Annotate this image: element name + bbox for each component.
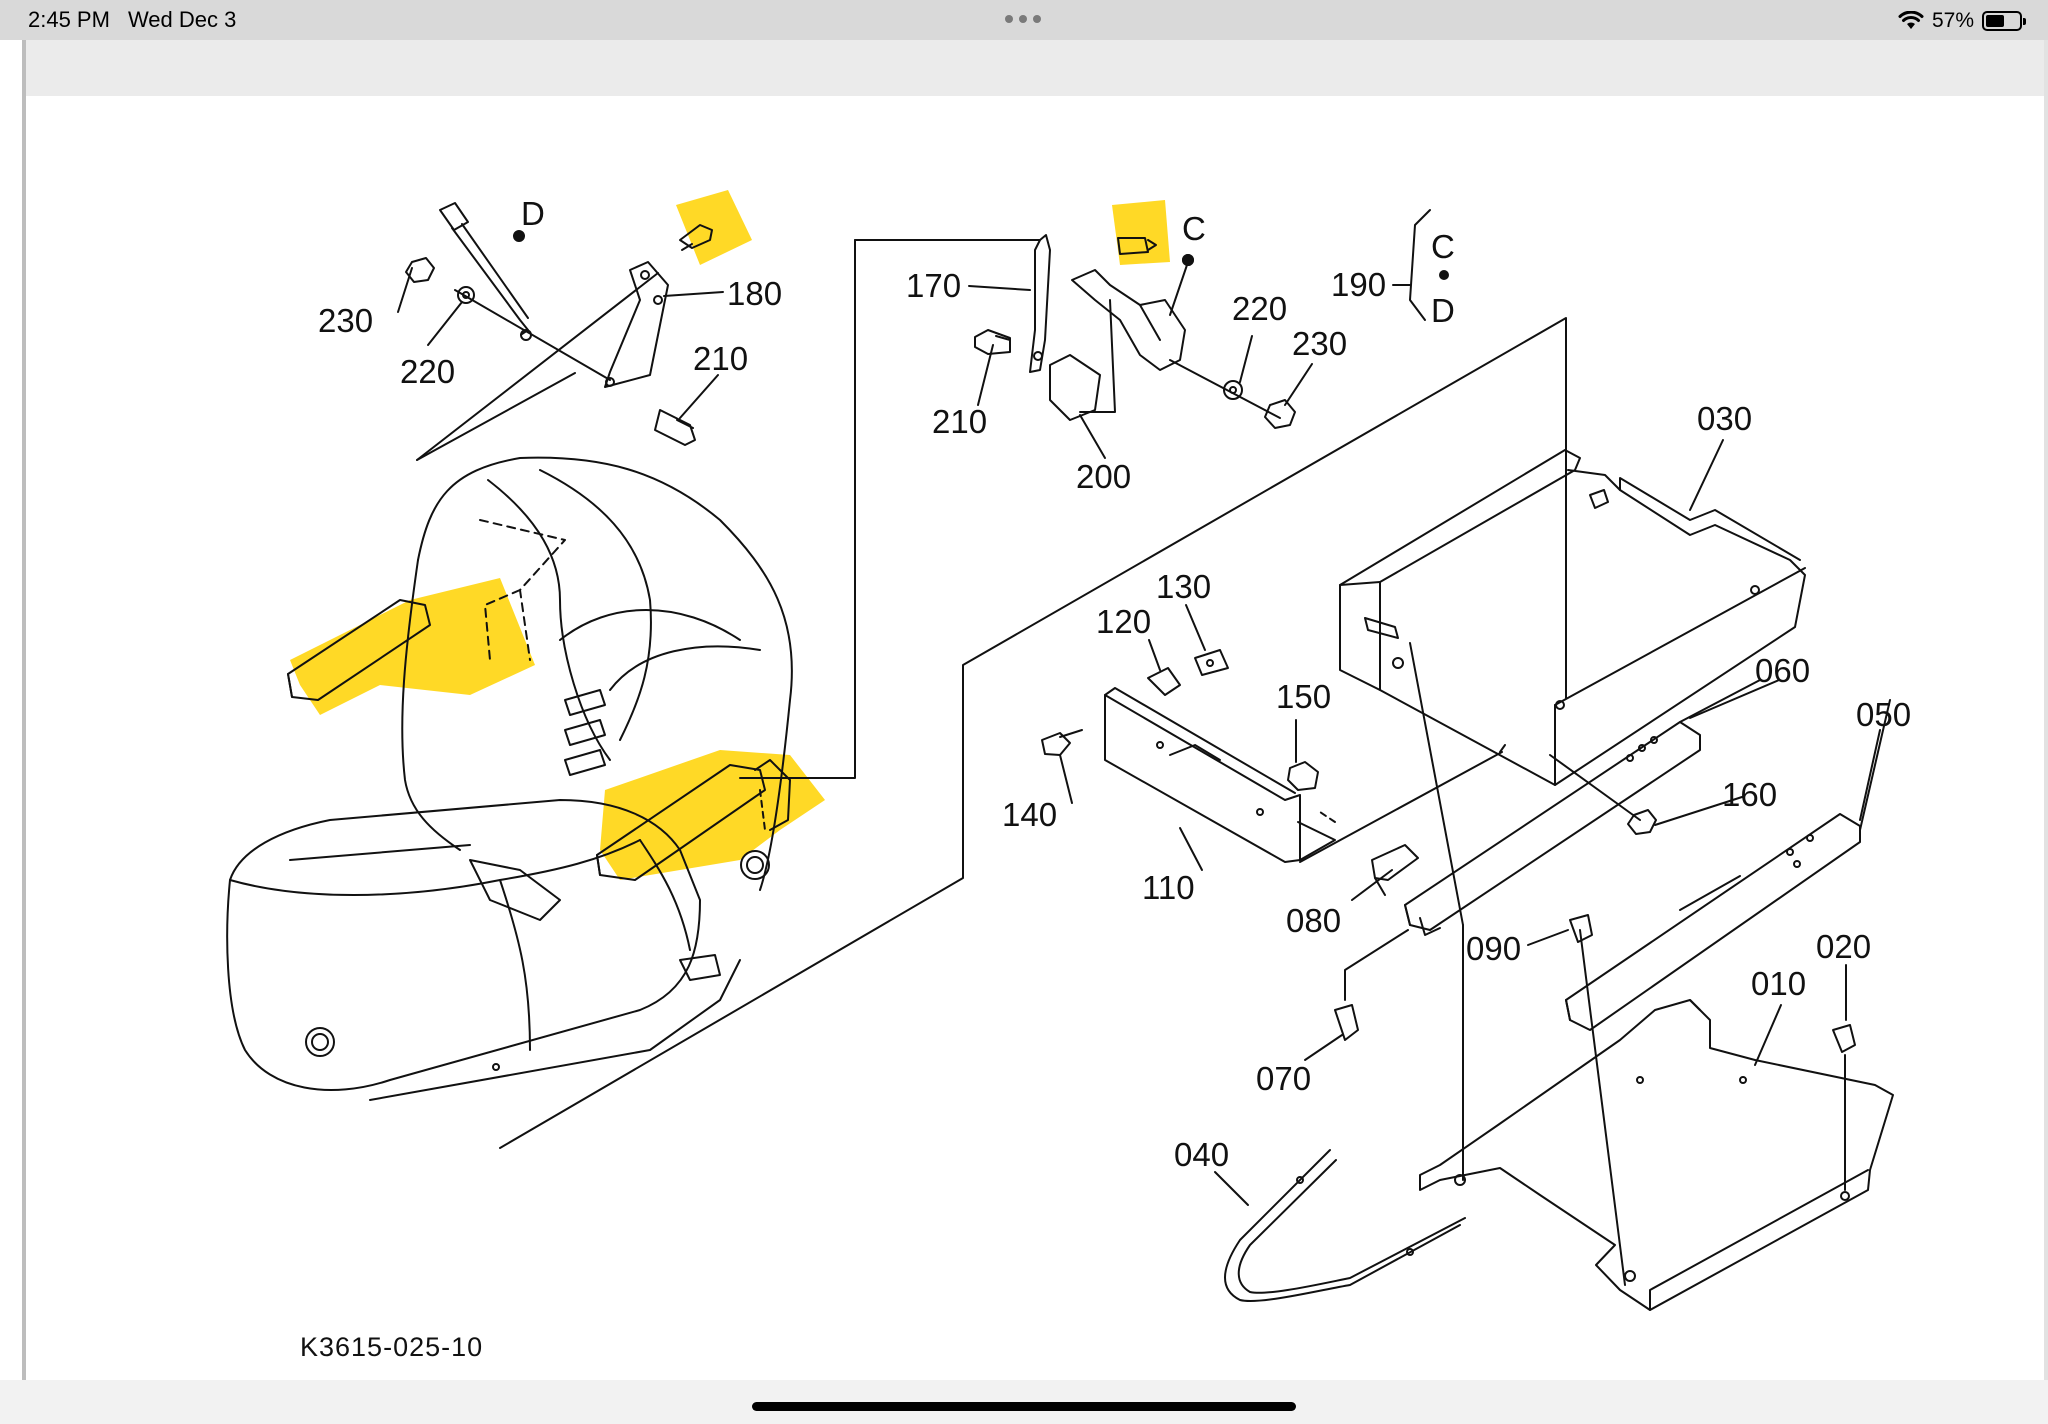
label-220: 220 [400, 353, 455, 390]
label-070: 070 [1256, 1060, 1311, 1097]
battery-percent: 57% [1931, 9, 1974, 32]
label-160: 160 [1722, 776, 1777, 813]
base-plate-010[interactable] [1419, 999, 1894, 1311]
label-090: 090 [1466, 930, 1521, 967]
label-230-b: 230 [1292, 325, 1347, 362]
seat-leader-lines [416, 239, 1567, 1149]
label-d: D [521, 195, 545, 232]
rail-050[interactable] [1565, 699, 1891, 1031]
status-bar: 2:45 PM Wed Dec 3 57% [0, 0, 2048, 40]
more-dots-icon[interactable] [1004, 14, 1042, 24]
status-right: 57% [1898, 7, 2026, 35]
left-divider [22, 40, 26, 1380]
label-010: 010 [1751, 965, 1806, 1002]
label-030: 030 [1697, 400, 1752, 437]
home-indicator[interactable] [752, 1402, 1296, 1411]
seatbelt-c-assembly[interactable] [974, 209, 1431, 429]
status-time-date: 2:45 PM Wed Dec 3 [28, 7, 236, 33]
label-170: 170 [906, 267, 961, 304]
label-060: 060 [1755, 652, 1810, 689]
label-020: 020 [1816, 928, 1871, 965]
label-230: 230 [318, 302, 373, 339]
label-220-b: 220 [1232, 290, 1287, 327]
reference-dot-c [1182, 254, 1194, 266]
highlight-marks [290, 190, 1170, 880]
label-200: 200 [1076, 458, 1131, 495]
label-080: 080 [1286, 902, 1341, 939]
label-140: 140 [1002, 796, 1057, 833]
rail-060[interactable] [1404, 679, 1761, 936]
mounting-plate-030[interactable] [1339, 449, 1806, 786]
label-210: 210 [693, 340, 748, 377]
label-120: 120 [1096, 603, 1151, 640]
label-190: 190 [1331, 266, 1386, 303]
battery-icon [1982, 11, 2026, 31]
drawing-id: K3615-025-10 [300, 1332, 484, 1362]
label-210-b: 210 [932, 403, 987, 440]
battery-fill [1986, 15, 2005, 27]
label-c-ref: C [1431, 228, 1455, 265]
label-180: 180 [727, 275, 782, 312]
status-date: Wed Dec 3 [127, 7, 237, 32]
label-050: 050 [1856, 696, 1911, 733]
bracket-110[interactable] [1104, 687, 1336, 863]
handle-040[interactable] [1224, 1149, 1466, 1302]
document-toolbar [26, 40, 2044, 96]
wifi-icon [1898, 11, 1924, 29]
seat-assembly[interactable] [226, 456, 793, 1101]
seatbelt-d-assembly[interactable] [405, 202, 713, 446]
label-040: 040 [1174, 1136, 1229, 1173]
label-130: 130 [1156, 568, 1211, 605]
right-divider [2044, 40, 2048, 1380]
label-leaders [397, 267, 1881, 1206]
label-150: 150 [1276, 678, 1331, 715]
reference-dot-cd [1439, 270, 1449, 280]
status-time: 2:45 PM [28, 7, 110, 32]
label-110: 110 [1142, 869, 1195, 906]
part-labels: 230 220 D 180 210 170 C 210 220 230 200 … [318, 195, 1911, 1173]
parts-diagram[interactable]: 230 220 D 180 210 170 C 210 220 230 200 … [26, 96, 2044, 1380]
part-leader-lines [1299, 642, 1846, 1286]
label-c: C [1182, 210, 1206, 247]
label-d-ref: D [1431, 292, 1455, 329]
